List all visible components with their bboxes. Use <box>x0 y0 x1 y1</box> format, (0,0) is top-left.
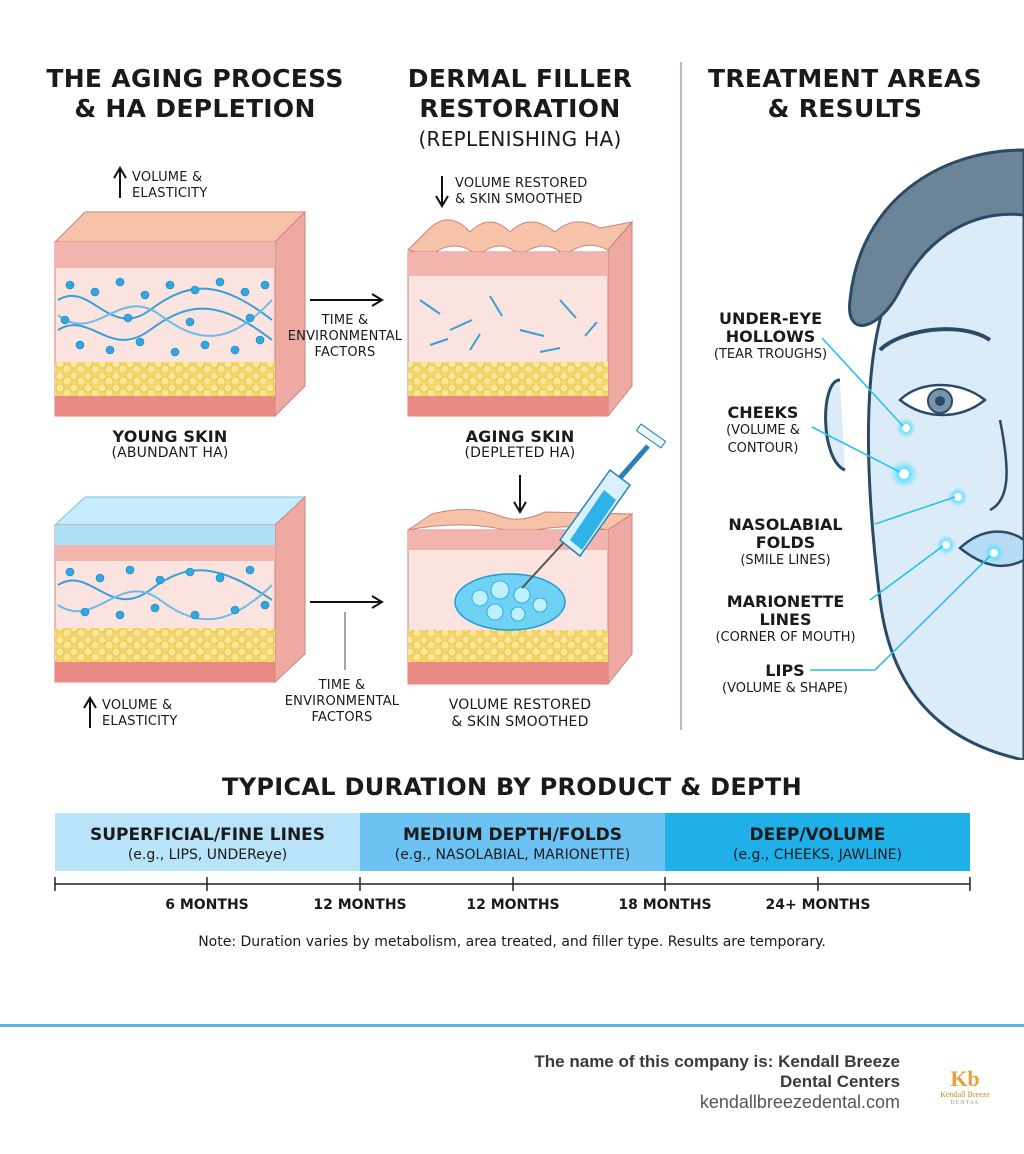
tick-24-months: 24+ MONTHS <box>765 897 871 913</box>
duration-segment-medium: MEDIUM DEPTH/FOLDS (e.g., NASOLABIAL, MA… <box>360 813 665 871</box>
aging-skin-block <box>407 219 634 418</box>
young-top-arrow-line1: VOLUME & <box>132 170 203 185</box>
time-factors-2-line1: TIME & <box>318 678 366 693</box>
duration-segment-superficial: SUPERFICIAL/FINE LINES (e.g., LIPS, UNDE… <box>55 813 360 871</box>
young-bottom-arrow-line1: VOLUME & <box>102 698 173 713</box>
restored-line1: VOLUME RESTORED <box>448 697 592 713</box>
tick-6-months: 6 MONTHS <box>165 897 249 913</box>
under-eye-title-b: HOLLOWS <box>725 327 816 346</box>
aging-top-arrow-line2: & SKIN SMOOTHED <box>455 192 583 207</box>
aging-title-line2: & HA DEPLETION <box>74 94 316 123</box>
duration-title: TYPICAL DURATION BY PRODUCT & DEPTH <box>222 773 802 801</box>
duration-segment-deep: DEEP/VOLUME (e.g., CHEEKS, JAWLINE) <box>665 813 970 871</box>
young-skin-sub: (ABUNDANT HA) <box>111 445 229 461</box>
under-eye-title-a: UNDER-EYE <box>719 309 822 328</box>
face-illustration <box>810 148 1024 760</box>
restored-line2: & SKIN SMOOTHED <box>451 714 589 730</box>
cheeks-title: CHEEKS <box>727 403 799 422</box>
treatment-title-line1: TREATMENT AREAS <box>707 64 982 93</box>
medium-title: MEDIUM DEPTH/FOLDS <box>402 825 623 845</box>
marionette-sub: (CORNER OF MOUTH) <box>715 630 856 645</box>
company-website[interactable]: kendallbreezedental.com <box>699 1092 900 1112</box>
time-factors-2-line2: ENVIRONMENTAL <box>284 694 400 709</box>
logo-initials: Kb <box>950 1066 980 1091</box>
company-line1: The name of this company is: Kendall Bre… <box>534 1052 900 1071</box>
label-cheeks: CHEEKS (VOLUME & CONTOUR) <box>713 404 813 458</box>
deep-sub: (e.g., CHEEKS, JAWLINE) <box>733 847 902 863</box>
restored-caption: VOLUME RESTORED & SKIN SMOOTHED <box>420 697 620 731</box>
leader-lines <box>810 337 991 671</box>
deep-title: DEEP/VOLUME <box>749 825 886 845</box>
process-arrows <box>83 166 527 728</box>
duration-axis <box>54 877 971 891</box>
cheeks-sub-b: CONTOUR) <box>727 441 799 456</box>
tick-12-months-b: 12 MONTHS <box>466 897 560 913</box>
time-factors-1-line2: ENVIRONMENTAL <box>287 329 403 344</box>
aging-skin-caption: AGING SKIN (DEPLETED HA) <box>415 428 625 462</box>
treatment-title: TREATMENT AREAS & RESULTS <box>700 64 990 124</box>
cheeks-sub-a: (VOLUME & <box>726 423 800 438</box>
syringe-icon <box>521 423 667 589</box>
restoration-subtitle: (REPLENISHING HA) <box>418 127 622 151</box>
lips-sub: (VOLUME & SHAPE) <box>722 681 848 696</box>
company-logo: Kb Kendall Breeze DENTAL <box>930 1066 1000 1107</box>
aging-title-line1: THE AGING PROCESS <box>46 64 344 93</box>
logo-name: Kendall Breeze <box>940 1090 990 1099</box>
time-factors-1-line1: TIME & <box>321 313 369 328</box>
logo-sub: DENTAL <box>950 1100 980 1106</box>
restoration-title-line2: RESTORATION <box>419 94 621 123</box>
time-factors-label-1: TIME & ENVIRONMENTAL FACTORS <box>282 313 408 361</box>
column-divider <box>680 62 682 730</box>
label-marionette-lines: MARIONETTE LINES (CORNER OF MOUTH) <box>698 593 873 647</box>
hydrated-skin-block <box>53 495 307 684</box>
time-factors-2-line3: FACTORS <box>311 710 373 725</box>
aging-skin-title: AGING SKIN <box>465 427 575 446</box>
footer-divider <box>0 1024 1024 1027</box>
restoration-title: DERMAL FILLER RESTORATION (REPLENISHING … <box>370 64 670 154</box>
aging-top-arrow-label: VOLUME RESTORED & SKIN SMOOTHED <box>455 176 588 208</box>
medium-sub: (e.g., NASOLABIAL, MARIONETTE) <box>394 847 631 863</box>
aging-skin-sub: (DEPLETED HA) <box>464 445 576 461</box>
tick-12-months-a: 12 MONTHS <box>313 897 407 913</box>
superficial-title: SUPERFICIAL/FINE LINES <box>89 825 326 845</box>
young-skin-block <box>53 210 307 418</box>
young-skin-title: YOUNG SKIN <box>112 427 228 446</box>
filler-injection-block <box>407 423 667 686</box>
company-line2: Dental Centers <box>780 1072 900 1091</box>
aging-title: THE AGING PROCESS & HA DEPLETION <box>40 64 350 124</box>
tick-18-months: 18 MONTHS <box>618 897 712 913</box>
skin-diagram-illustration <box>53 148 1024 760</box>
nasolabial-title: NASOLABIAL FOLDS <box>728 515 843 552</box>
restoration-title-line1: DERMAL FILLER <box>407 64 633 93</box>
marionette-title: MARIONETTE LINES <box>726 592 845 629</box>
time-factors-label-2: TIME & ENVIRONMENTAL FACTORS <box>278 678 406 726</box>
treatment-title-line2: & RESULTS <box>767 94 923 123</box>
young-bottom-arrow-line2: ELASTICITY <box>102 714 178 729</box>
young-top-arrow-label: VOLUME & ELASTICITY <box>132 170 207 202</box>
label-nasolabial-folds: NASOLABIAL FOLDS (SMILE LINES) <box>698 516 873 570</box>
aging-top-arrow-line1: VOLUME RESTORED <box>455 176 588 191</box>
time-factors-1-line3: FACTORS <box>314 345 376 360</box>
young-skin-caption: YOUNG SKIN (ABUNDANT HA) <box>65 428 275 462</box>
nasolabial-sub: (SMILE LINES) <box>740 553 831 568</box>
young-top-arrow-line2: ELASTICITY <box>132 186 208 201</box>
superficial-sub: (e.g., LIPS, UNDEReye) <box>127 847 288 863</box>
label-under-eye: UNDER-EYE HOLLOWS (TEAR TROUGHS) <box>698 310 843 364</box>
young-bottom-arrow-label: VOLUME & ELASTICITY <box>102 698 177 730</box>
footer-company: The name of this company is: Kendall Bre… <box>480 1052 900 1112</box>
under-eye-sub: (TEAR TROUGHS) <box>713 347 828 362</box>
label-lips: LIPS (VOLUME & SHAPE) <box>710 662 860 698</box>
lips-title: LIPS <box>765 661 805 680</box>
duration-note: Note: Duration varies by metabolism, are… <box>198 934 826 950</box>
